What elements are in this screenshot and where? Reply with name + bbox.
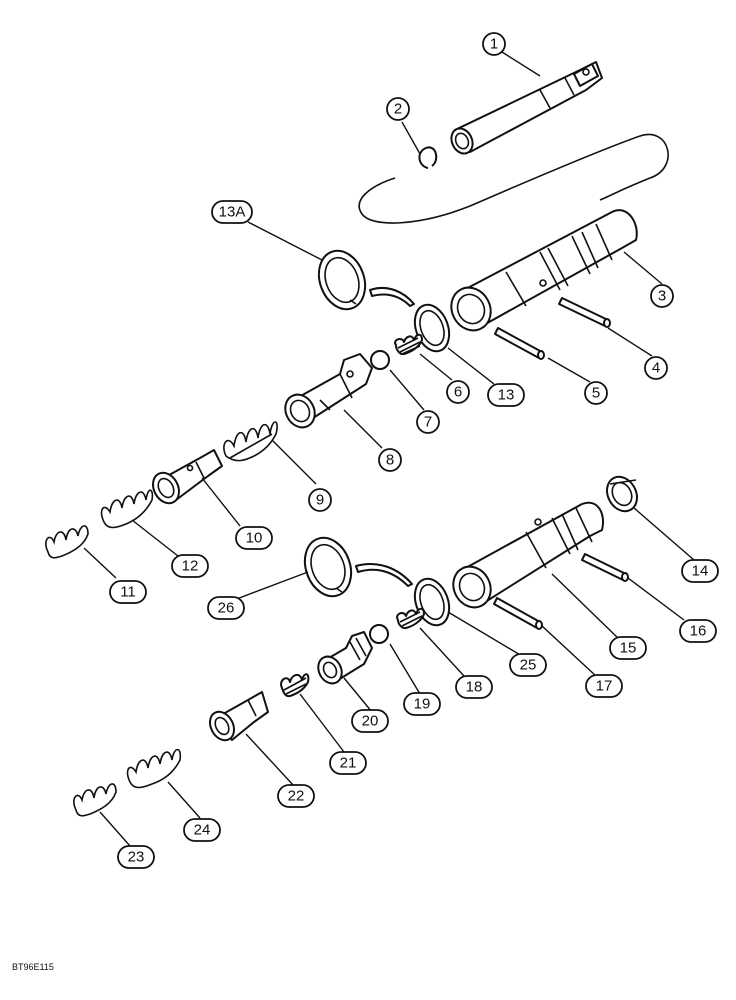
part-10-spool-sleeve xyxy=(152,449,223,505)
part-2-snap-ring xyxy=(418,146,438,169)
part-24-spring xyxy=(126,748,182,789)
callout-19: 19 xyxy=(403,692,441,716)
part-21-spring xyxy=(280,673,310,698)
svg-text:13: 13 xyxy=(498,387,515,404)
part-20-poppet xyxy=(317,631,373,685)
callout-9: 9 xyxy=(308,488,332,512)
callout-10: 10 xyxy=(235,526,273,550)
part-16-pin xyxy=(581,553,629,582)
part-9-spring xyxy=(223,421,278,462)
callout-24: 24 xyxy=(183,818,221,842)
svg-text:22: 22 xyxy=(288,788,305,805)
svg-text:17: 17 xyxy=(596,678,613,695)
callout-26: 26 xyxy=(207,596,245,620)
svg-text:18: 18 xyxy=(466,679,483,696)
part-13a-backup-ring xyxy=(317,249,367,311)
svg-text:8: 8 xyxy=(386,452,394,469)
part-14-cap xyxy=(606,475,638,513)
svg-text:26: 26 xyxy=(218,600,235,617)
callout-13: 13 xyxy=(487,383,525,407)
part-11-spring xyxy=(45,525,89,559)
callout-18: 18 xyxy=(455,675,493,699)
arrow-13a-to-13 xyxy=(369,286,415,307)
part-6-spring xyxy=(394,333,423,356)
callout-3: 3 xyxy=(650,284,674,308)
svg-text:23: 23 xyxy=(128,849,145,866)
part-18-spring xyxy=(396,607,425,630)
svg-text:24: 24 xyxy=(194,822,211,839)
part-15-valve-body xyxy=(452,501,604,609)
part-19-ball xyxy=(369,624,389,644)
svg-text:25: 25 xyxy=(520,657,537,674)
svg-text:3: 3 xyxy=(658,288,666,305)
callout-25: 25 xyxy=(509,653,547,677)
callout-17: 17 xyxy=(585,674,623,698)
part-12-spring xyxy=(100,489,154,529)
leader-lines xyxy=(83,51,695,847)
callout-8: 8 xyxy=(378,448,402,472)
arrow-26-to-25 xyxy=(355,563,413,587)
callout-21: 21 xyxy=(329,751,367,775)
part-13-o-ring xyxy=(413,303,451,353)
callout-12: 12 xyxy=(171,554,209,578)
svg-text:4: 4 xyxy=(652,360,660,377)
svg-text:20: 20 xyxy=(362,713,379,730)
svg-text:1: 1 xyxy=(490,36,498,53)
part-23-spring xyxy=(73,783,117,817)
svg-text:13A: 13A xyxy=(219,204,246,221)
callout-6: 6 xyxy=(446,380,470,404)
svg-text:2: 2 xyxy=(394,101,402,118)
callout-4: 4 xyxy=(644,356,668,380)
callout-23: 23 xyxy=(117,845,155,869)
svg-text:9: 9 xyxy=(316,492,324,509)
callout-11: 11 xyxy=(109,580,147,604)
svg-text:16: 16 xyxy=(690,623,707,640)
svg-text:5: 5 xyxy=(592,385,600,402)
callout-13a: 13A xyxy=(211,200,253,224)
part-17-pin xyxy=(493,597,543,630)
svg-text:14: 14 xyxy=(692,563,709,580)
svg-text:21: 21 xyxy=(340,755,357,772)
svg-text:15: 15 xyxy=(620,640,637,657)
svg-text:7: 7 xyxy=(424,414,432,431)
callout-16: 16 xyxy=(679,619,717,643)
part-26-backup-ring xyxy=(303,536,353,598)
callout-14: 14 xyxy=(681,559,719,583)
svg-text:11: 11 xyxy=(120,584,136,601)
part-3-valve-body xyxy=(450,209,638,332)
figure-code: BT96E115 xyxy=(12,962,54,972)
part-1-shaft xyxy=(450,61,603,155)
callout-5: 5 xyxy=(584,381,608,405)
part-4-pin xyxy=(558,297,611,328)
part-5-pin xyxy=(494,327,545,360)
callout-2: 2 xyxy=(386,97,410,121)
assembly-loop xyxy=(358,133,669,224)
callout-20: 20 xyxy=(351,709,389,733)
svg-text:19: 19 xyxy=(414,696,431,713)
svg-text:6: 6 xyxy=(454,384,462,401)
callout-7: 7 xyxy=(416,410,440,434)
callout-1: 1 xyxy=(482,32,506,56)
callout-15: 15 xyxy=(609,636,647,660)
part-7-ball xyxy=(370,350,390,370)
callout-22: 22 xyxy=(277,784,315,808)
part-22-sleeve xyxy=(209,691,269,742)
svg-text:10: 10 xyxy=(246,530,263,547)
svg-text:12: 12 xyxy=(182,558,199,575)
part-8-poppet xyxy=(284,353,373,429)
